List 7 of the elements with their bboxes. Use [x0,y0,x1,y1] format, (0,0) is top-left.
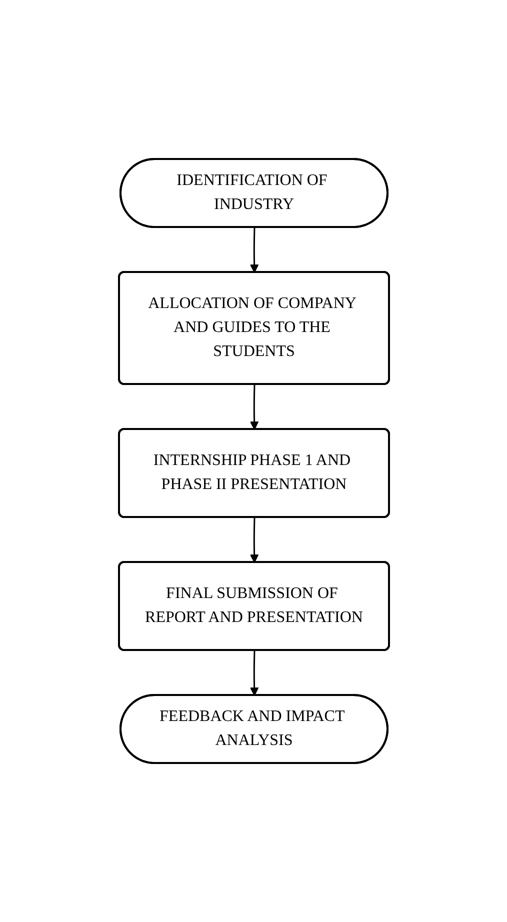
arrow [249,227,258,273]
node-text: INTERNSHIP PHASE 1 AND PHASE II PRESENTATION [152,452,350,493]
arrow [249,517,258,563]
node-text: FINAL SUBMISSION OF REPORT AND PRESENTATION [144,585,362,626]
arrow [249,650,258,696]
node-text: ALLOCATION OF COMPANY AND GUIDES TO THE STUDENTS [148,295,356,360]
arrow [249,384,258,430]
